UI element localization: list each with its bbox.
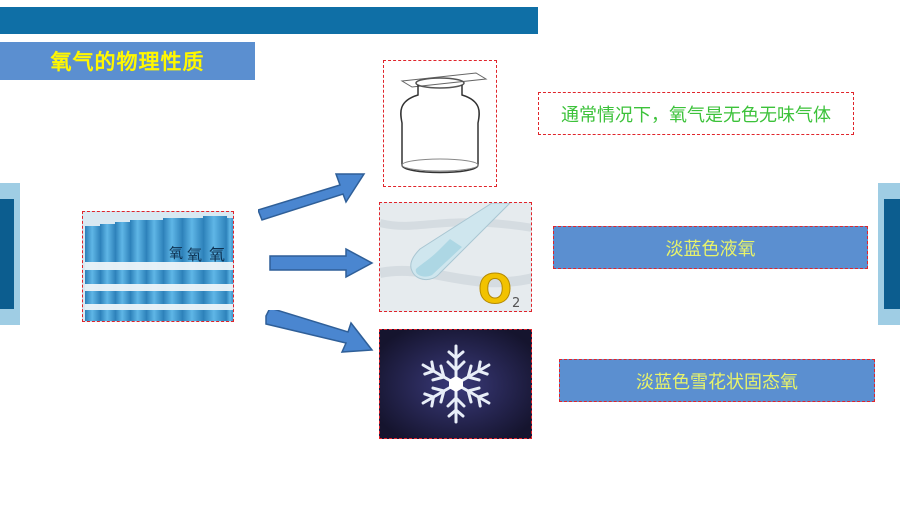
o2-symbol: O bbox=[478, 267, 512, 312]
o2-subscript: 2 bbox=[512, 296, 520, 311]
gas-description-label: 通常情况下，氧气是无色无味气体 bbox=[538, 92, 854, 135]
slide-title: 氧气的物理性质 bbox=[0, 42, 255, 80]
liquid-oxygen-image: O 2 bbox=[379, 202, 532, 312]
solid-description-label: 淡蓝色雪花状固态氧 bbox=[559, 359, 875, 402]
liquid-description-label: 淡蓝色液氧 bbox=[553, 226, 868, 269]
arrow-up-right bbox=[258, 173, 366, 221]
cylinder-label-3: 氧 bbox=[209, 245, 225, 264]
right-side-decoration-inner bbox=[884, 199, 900, 309]
arrow-down-right bbox=[265, 310, 374, 353]
oxygen-cylinders-image: 氧 氧 氧 bbox=[82, 211, 234, 322]
top-banner-bar bbox=[0, 7, 538, 34]
cylinder-label-1: 氧 bbox=[169, 246, 183, 262]
gas-jar-image bbox=[383, 60, 497, 187]
arrow-right bbox=[269, 247, 374, 279]
left-side-decoration-inner bbox=[0, 199, 14, 309]
solid-oxygen-snowflake-image bbox=[379, 329, 532, 439]
cylinder-label-2: 氧 bbox=[187, 246, 202, 264]
